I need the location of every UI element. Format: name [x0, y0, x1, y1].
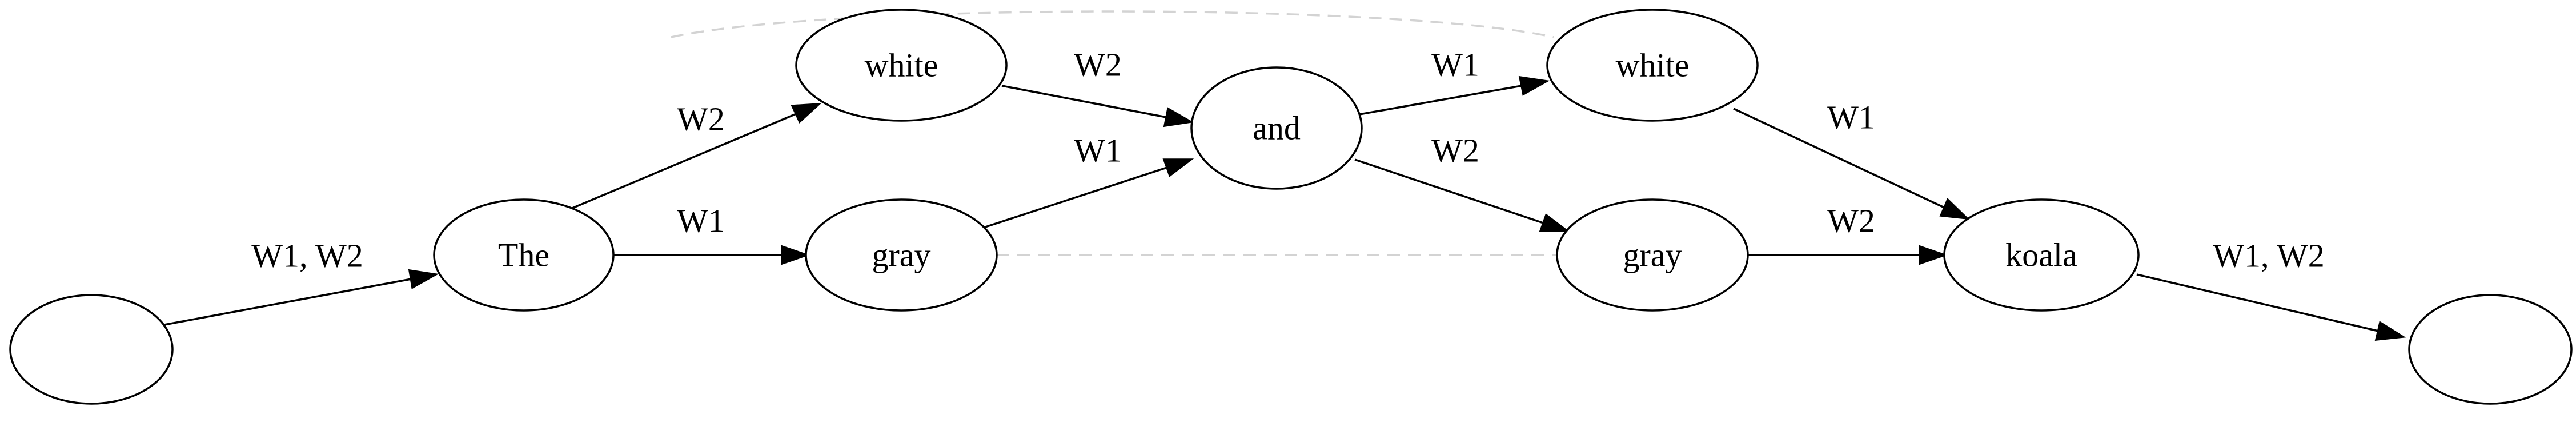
edge-label-the-white1: W2	[677, 101, 725, 138]
node-the: The	[433, 198, 615, 312]
edge-label-and-white2: W1	[1431, 46, 1479, 83]
edge-the-gray1	[614, 245, 810, 265]
edge-label-and-gray2: W2	[1431, 132, 1479, 169]
edge-start-the	[123, 269, 439, 333]
node-label-gray2: gray	[1623, 237, 1682, 274]
edge-white1-and	[1001, 85, 1194, 128]
node-label-gray1: gray	[872, 237, 930, 274]
node-label-white1: white	[865, 47, 938, 84]
node-label-koala: koala	[2005, 237, 2077, 274]
edge-label-white2-koala: W1	[1827, 99, 1875, 136]
edge-label-koala-end: W1, W2	[2213, 237, 2324, 274]
edge-gray2-koala	[1747, 245, 1948, 265]
edge-white2-koala	[1733, 108, 1970, 220]
edge-label-gray1-and: W1	[1074, 132, 1122, 169]
edge-koala-end	[2136, 273, 2406, 341]
node-label-white2: white	[1616, 47, 1690, 84]
edge-and-white2	[1359, 75, 1550, 116]
node-gray1: gray	[805, 198, 998, 312]
node-gray2: gray	[1556, 198, 1749, 312]
edge-label-gray2-koala: W2	[1827, 202, 1875, 240]
node-end	[2408, 294, 2573, 405]
node-koala: koala	[1943, 198, 2140, 312]
node-white2: white	[1546, 9, 1759, 122]
node-and: and	[1190, 66, 1363, 190]
node-white1: white	[795, 9, 1008, 122]
alignment-link-white	[671, 10, 1554, 38]
node-label-and: and	[1253, 110, 1301, 147]
edge-gray1-and	[983, 158, 1194, 229]
edge-label-the-gray1: W1	[677, 202, 725, 240]
edge-the-white1	[550, 102, 822, 218]
edge-label-white1-and: W2	[1074, 46, 1122, 83]
node-start	[9, 294, 174, 405]
edge-and-gray2	[1354, 158, 1571, 232]
node-label-the: The	[498, 237, 549, 274]
edge-label-start-the: W1, W2	[251, 237, 363, 274]
